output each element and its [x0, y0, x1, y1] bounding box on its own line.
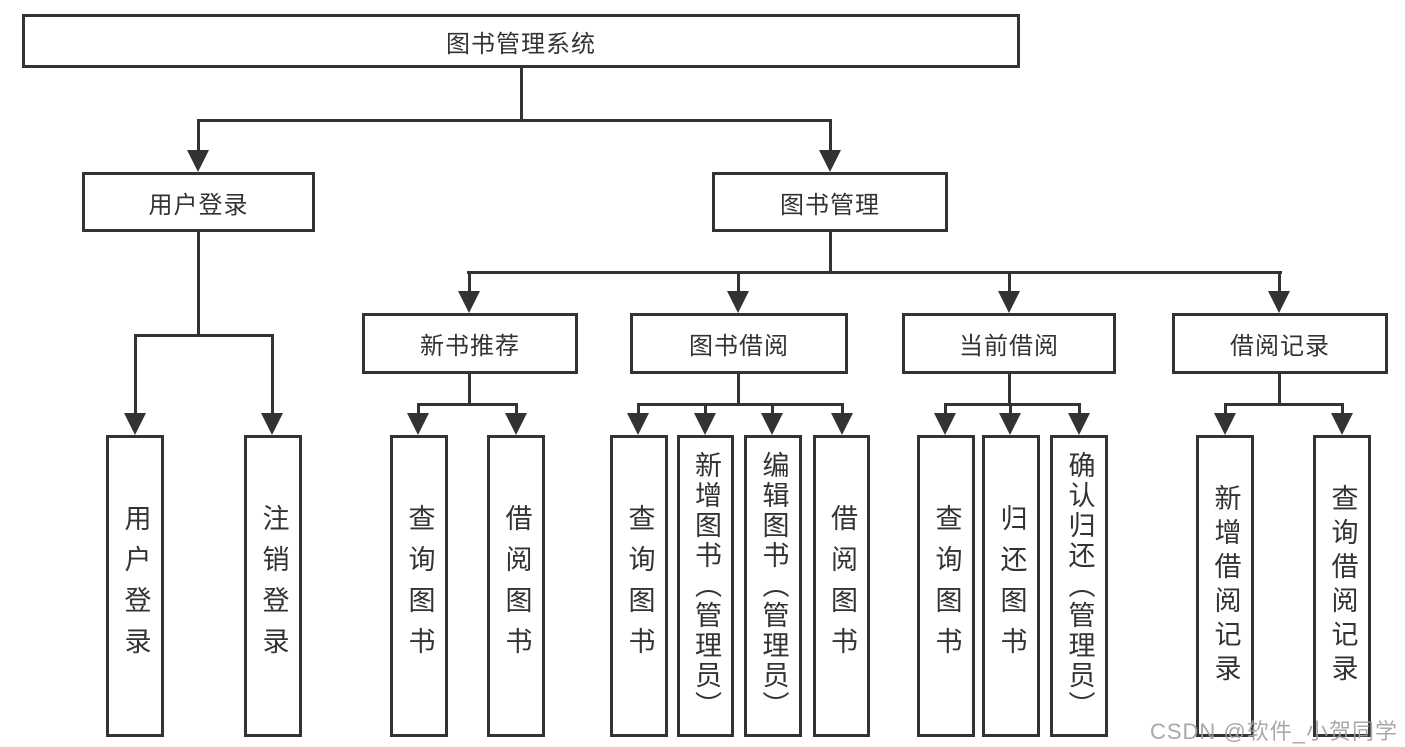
connector-line — [197, 119, 832, 122]
connector-line — [520, 68, 523, 121]
node-book-borrow: 图书借阅 — [630, 313, 848, 374]
leaf-add-borrow-record: 新增借阅记录 — [1196, 435, 1254, 737]
leaf-edit-books-admin-label: 编辑图书（管理员） — [758, 451, 789, 721]
leaf-current-query-books: 查询图书 — [917, 435, 975, 737]
leaf-recommend-borrow-books-label: 借阅图书 — [501, 504, 532, 668]
arrow-down-icon — [1214, 413, 1236, 435]
node-book-borrow-label: 图书借阅 — [689, 333, 789, 360]
arrow-down-icon — [187, 150, 209, 172]
arrow-down-icon — [934, 413, 956, 435]
node-root: 图书管理系统 — [22, 14, 1020, 68]
node-current-borrow-label: 当前借阅 — [959, 333, 1059, 360]
connector-line — [1008, 374, 1011, 406]
leaf-query-borrow-record-label: 查询借阅记录 — [1327, 484, 1358, 688]
connector-line — [1224, 403, 1344, 406]
leaf-recommend-borrow-books: 借阅图书 — [487, 435, 545, 737]
connector-line — [417, 403, 518, 406]
leaf-return-books-label: 归还图书 — [996, 504, 1027, 668]
leaf-add-books-admin-label: 新增图书（管理员） — [691, 451, 721, 721]
connector-line — [134, 334, 137, 415]
connector-line — [1008, 271, 1011, 293]
connector-line — [1078, 403, 1081, 415]
leaf-query-borrow-record: 查询借阅记录 — [1313, 435, 1371, 737]
leaf-add-books-admin: 新增图书（管理员） — [677, 435, 734, 737]
leaf-confirm-return-admin-label: 确认归还（管理员） — [1064, 451, 1095, 721]
leaf-borrow-books: 借阅图书 — [813, 435, 870, 737]
arrow-down-icon — [458, 291, 480, 313]
node-book-management: 图书管理 — [712, 172, 948, 232]
node-borrow-records-label: 借阅记录 — [1230, 333, 1330, 360]
node-user-login: 用户登录 — [82, 172, 315, 232]
connector-line — [1224, 403, 1227, 415]
leaf-add-borrow-record-label: 新增借阅记录 — [1210, 484, 1241, 688]
leaf-recommend-query-books-label: 查询图书 — [404, 504, 435, 668]
arrow-down-icon — [999, 413, 1021, 435]
connector-line — [197, 232, 200, 336]
leaf-borrow-books-label: 借阅图书 — [827, 504, 857, 668]
connector-line — [1341, 403, 1344, 415]
connector-line — [737, 374, 740, 406]
arrow-down-icon — [505, 413, 527, 435]
connector-line — [467, 271, 1282, 274]
arrow-down-icon — [627, 413, 649, 435]
node-new-book-recommend-label: 新书推荐 — [420, 333, 520, 360]
leaf-edit-books-admin: 编辑图书（管理员） — [744, 435, 802, 737]
connector-line — [1278, 271, 1281, 293]
arrow-down-icon — [1268, 291, 1290, 313]
arrow-down-icon — [124, 413, 146, 435]
arrow-down-icon — [1068, 413, 1090, 435]
connector-line — [737, 271, 740, 293]
arrow-down-icon — [761, 413, 783, 435]
connector-line — [704, 403, 707, 415]
connector-line — [829, 232, 832, 273]
arrow-down-icon — [727, 291, 749, 313]
connector-line — [771, 403, 774, 415]
connector-line — [637, 403, 844, 406]
connector-line — [468, 374, 471, 406]
node-user-login-label: 用户登录 — [148, 191, 249, 219]
leaf-confirm-return-admin: 确认归还（管理员） — [1050, 435, 1108, 737]
node-new-book-recommend: 新书推荐 — [362, 313, 578, 374]
leaf-user-login: 用户登录 — [106, 435, 164, 737]
arrow-down-icon — [407, 413, 429, 435]
node-borrow-records: 借阅记录 — [1172, 313, 1388, 374]
leaf-logout: 注销登录 — [244, 435, 302, 737]
connector-line — [271, 334, 274, 415]
arrow-down-icon — [1331, 413, 1353, 435]
connector-line — [841, 403, 844, 415]
connector-line — [829, 119, 832, 152]
connector-line — [944, 403, 947, 415]
arrow-down-icon — [694, 413, 716, 435]
leaf-user-login-label: 用户登录 — [120, 504, 151, 668]
leaf-logout-label: 注销登录 — [258, 504, 289, 668]
leaf-borrow-query-books: 查询图书 — [610, 435, 668, 737]
csdn-watermark: CSDN @软件_小贺同学 — [1149, 719, 1398, 744]
leaf-current-query-books-label: 查询图书 — [931, 504, 962, 668]
connector-line — [134, 334, 274, 337]
node-book-management-label: 图书管理 — [780, 191, 880, 219]
connector-line — [515, 403, 518, 415]
connector-line — [197, 119, 200, 152]
arrow-down-icon — [831, 413, 853, 435]
leaf-return-books: 归还图书 — [982, 435, 1040, 737]
leaf-borrow-query-books-label: 查询图书 — [624, 504, 655, 668]
arrow-down-icon — [998, 291, 1020, 313]
leaf-recommend-query-books: 查询图书 — [390, 435, 448, 737]
arrow-down-icon — [261, 413, 283, 435]
connector-line — [468, 271, 471, 293]
connector-line — [1009, 403, 1012, 415]
node-root-label: 图书管理系统 — [446, 30, 596, 58]
connector-line — [1278, 374, 1281, 406]
connector-line — [637, 403, 640, 415]
connector-line — [944, 403, 1081, 406]
arrow-down-icon — [819, 150, 841, 172]
node-current-borrow: 当前借阅 — [902, 313, 1116, 374]
connector-line — [417, 403, 420, 415]
